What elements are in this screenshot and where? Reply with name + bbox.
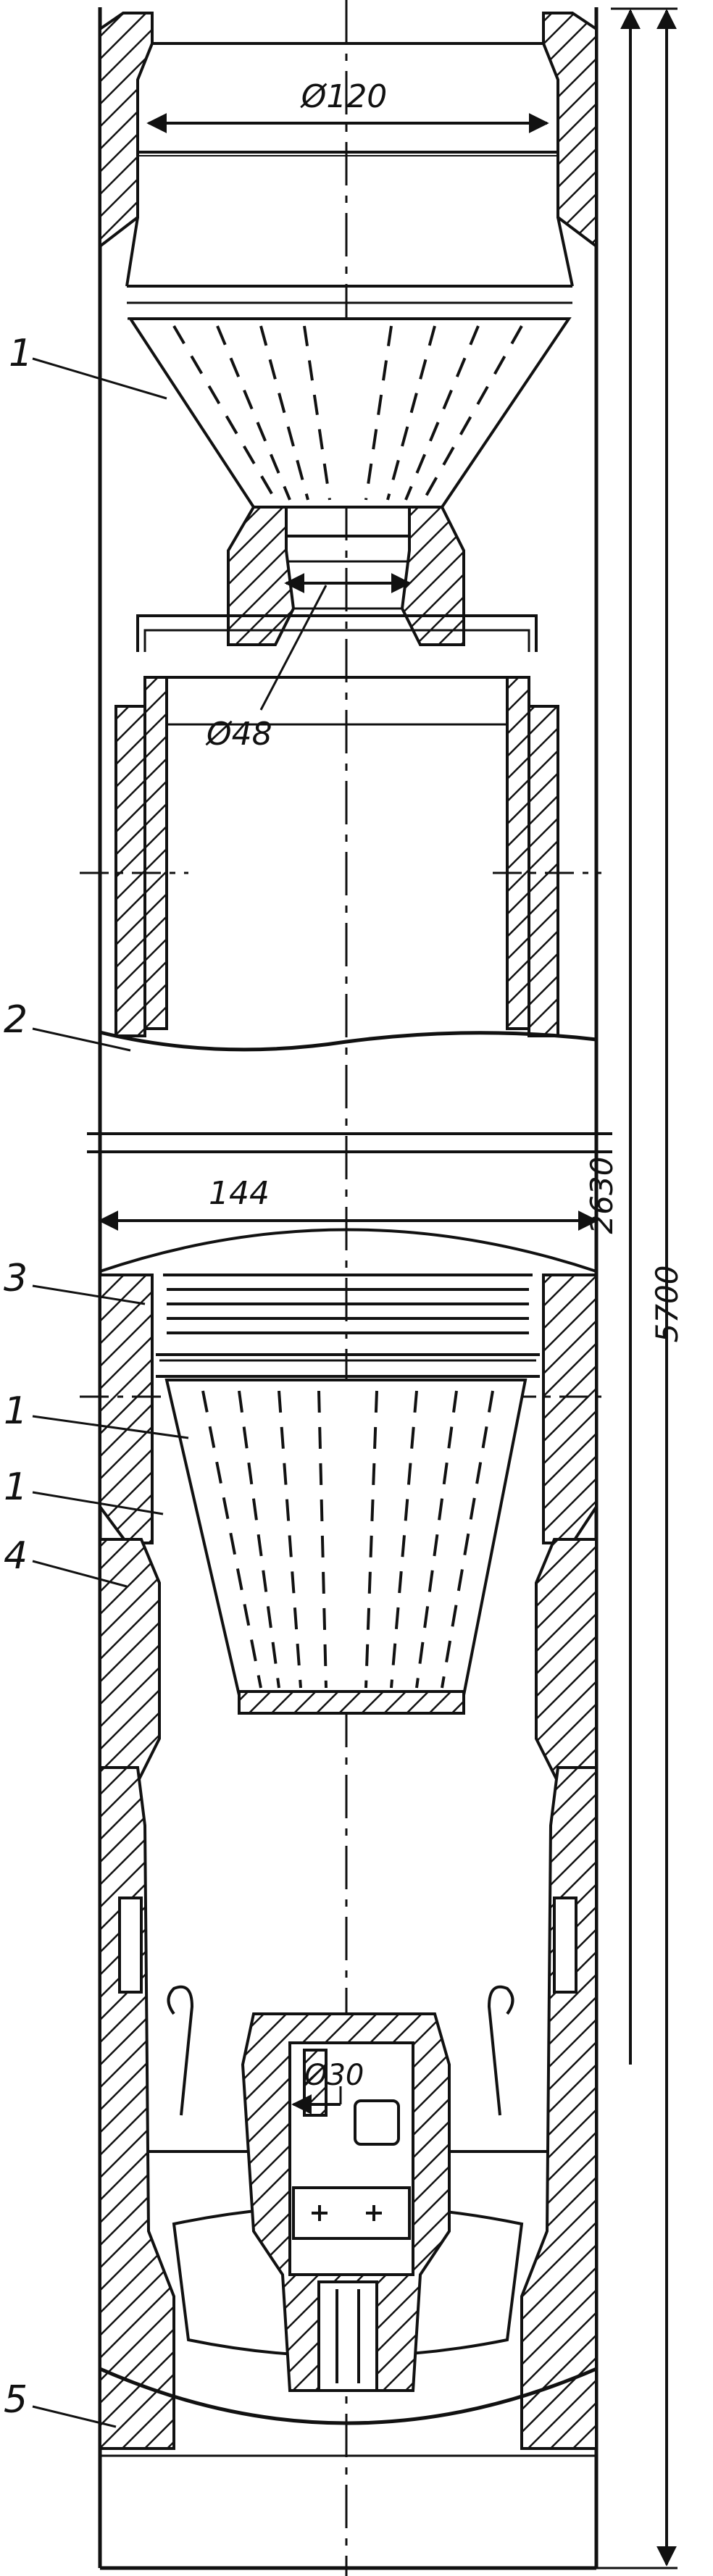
dim-label-d48: Ø48	[205, 716, 272, 753]
part-label-2: 2	[4, 998, 131, 1052]
svg-text:3: 3	[4, 1257, 28, 1300]
dim-label-d30: Ø30	[303, 2059, 364, 2092]
dim-label-144: 144	[209, 1175, 270, 1212]
dim-leader-d48	[259, 585, 328, 711]
transition-sleeve	[99, 1538, 598, 1791]
bottom-curve	[99, 2367, 597, 2425]
dim-label-5700: 5700	[649, 1266, 685, 1343]
part-label-1-top: 1	[9, 332, 167, 400]
dim-label-d120: Ø120	[300, 78, 388, 115]
dim-label-2630: 2630	[584, 1157, 620, 1234]
dim-5700	[596, 7, 677, 2569]
svg-text:4: 4	[4, 1534, 28, 1578]
svg-text:1: 1	[9, 332, 33, 375]
part-label-1-middle: 1	[4, 1389, 189, 1439]
part-label-3: 3	[4, 1257, 146, 1305]
part-label-4: 4	[4, 1534, 128, 1588]
part-label-5: 5	[4, 2378, 117, 2428]
lower-coupling	[80, 1228, 601, 1544]
bottom-body	[99, 1766, 598, 2450]
upper-chamber	[80, 614, 601, 1037]
dim-2630	[611, 7, 652, 2065]
svg-text:1: 1	[4, 1465, 28, 1509]
part-label-1-lower: 1	[4, 1465, 164, 1515]
throat-insert	[227, 506, 465, 646]
svg-text:1: 1	[4, 1389, 28, 1433]
top-coupling	[99, 12, 598, 320]
upper-cone	[128, 317, 572, 509]
svg-text:5: 5	[4, 2378, 28, 2422]
lower-cone	[164, 1379, 528, 1715]
svg-text:2: 2	[4, 998, 28, 1042]
break-zone	[87, 1030, 612, 1153]
